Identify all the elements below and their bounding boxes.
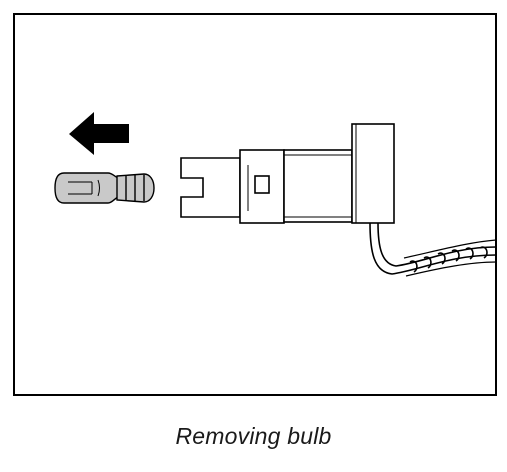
diagram-figure	[13, 13, 497, 396]
arrow-left-icon	[69, 112, 129, 155]
diagram-canvas	[13, 13, 497, 396]
bulb-socket-icon	[180, 123, 395, 224]
bulb-icon	[54, 172, 155, 204]
wire-harness-icon	[369, 222, 497, 277]
figure-caption: Removing bulb	[175, 423, 332, 449]
